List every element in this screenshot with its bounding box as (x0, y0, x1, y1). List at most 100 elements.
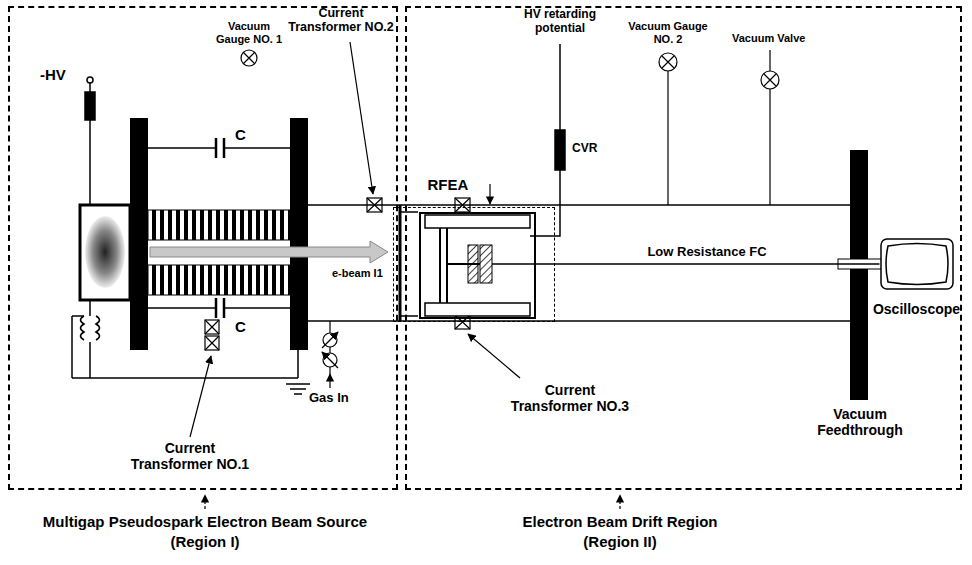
vacuum-valve (764, 74, 776, 86)
hv-circuit (72, 377, 298, 379)
oscilloscope-box: Oscilloscope (880, 238, 954, 290)
leader-arrow (619, 495, 620, 509)
oscilloscope-screen (886, 243, 948, 284)
retarding-supply (559, 44, 561, 130)
rfea-analyzer (420, 213, 535, 318)
multigap-stack (148, 265, 290, 295)
current-transformer (205, 336, 219, 350)
capacitor (224, 147, 290, 149)
vacuum-gauge (667, 71, 668, 205)
rfea-analyzer (468, 245, 478, 283)
vacuum-gauge (662, 56, 674, 68)
vacuum-gauge (241, 50, 677, 205)
part-label: Vacuum Feedthrough (808, 406, 912, 438)
rfea-analyzer (420, 213, 555, 318)
capacitor (223, 298, 226, 318)
oscilloscope-case (881, 239, 953, 289)
part-label: Current Transformer NO.2 (286, 6, 396, 35)
hollow-cathode (80, 205, 130, 300)
rfea-box: RFEA (393, 207, 555, 322)
hv-circuit (290, 388, 306, 390)
retarding-supply (530, 170, 560, 236)
drift-tube (308, 205, 850, 321)
hv-circuit (87, 77, 93, 83)
hv-circuit (286, 383, 310, 385)
oscilloscope-icon (880, 238, 954, 290)
leader-arrow (190, 356, 211, 437)
part-label: HV retarding potential (515, 8, 605, 36)
gas-valve (322, 352, 338, 368)
vacuum-valve (761, 50, 779, 205)
node-heading: Oscilloscope (873, 300, 960, 318)
vacuum-gauge (243, 52, 255, 64)
electrode-plate (130, 118, 148, 350)
leader-arrow (350, 42, 373, 194)
electron-beam (150, 241, 388, 263)
hv-circuit (96, 316, 100, 340)
part-label: Current Transformer NO.3 (508, 382, 632, 414)
capacitor (148, 138, 290, 318)
hv-circuit (297, 350, 299, 378)
current-transformer (205, 336, 219, 350)
part-label: -HV (40, 66, 66, 83)
rfea-analyzer (446, 228, 448, 303)
part-label: Current Transformer NO.1 (130, 440, 250, 472)
vacuum-gauge (241, 50, 257, 66)
capacitor (148, 147, 216, 149)
hv-circuit (89, 342, 91, 378)
multigap-stack (148, 210, 290, 240)
drift-tube (399, 205, 402, 321)
hv-circuit (71, 316, 73, 378)
part-label: C (235, 318, 246, 335)
leader-arrow (489, 184, 490, 204)
part-label: C (235, 126, 246, 143)
signal-wire (555, 263, 880, 265)
part-label: e-beam I1 (332, 267, 383, 280)
gas-valve (323, 333, 337, 347)
hollow-cathode (80, 205, 130, 300)
rfea-analyzer (425, 215, 530, 228)
drift-tube (400, 211, 418, 213)
current-transformer (205, 320, 219, 334)
node-heading: RFEA (428, 175, 469, 195)
rfea-analyzer (492, 263, 555, 265)
gas-valve (323, 353, 337, 367)
region-box: Electron Beam Drift Region (Region II)RF… (405, 6, 962, 490)
hv-circuit (72, 315, 84, 317)
part-label: Vacuum Valve (732, 32, 805, 45)
hv-circuit (85, 92, 95, 120)
node-heading: Multigap Pseudospark Electron Beam Sourc… (30, 512, 380, 551)
capacitor (215, 298, 218, 318)
part-label: CVR (572, 142, 597, 156)
hollow-cathode (85, 216, 125, 288)
part-label: Vacuum Gauge NO. 2 (628, 20, 708, 45)
electron-beam (150, 241, 388, 263)
electrode-plate (130, 118, 308, 350)
retarding-supply (555, 130, 565, 170)
hv-circuit (81, 316, 85, 340)
capacitor (215, 138, 218, 158)
hv-circuit (89, 300, 91, 316)
node-heading: Electron Beam Drift Region (Region II) (500, 512, 740, 551)
drift-tube (308, 204, 850, 206)
electrode-plate (290, 118, 308, 350)
drift-tube (308, 320, 850, 322)
capacitor (148, 307, 216, 309)
region-box: Multigap Pseudospark Electron Beam Sourc… (8, 6, 398, 490)
capacitor (224, 307, 290, 309)
leader-arrow (329, 374, 330, 388)
vacuum-feedthrough (850, 150, 868, 400)
gas-valve (322, 332, 338, 348)
wire-label: Low Resistance FC (647, 245, 766, 260)
hv-circuit (294, 393, 302, 395)
leader-arrow (468, 334, 520, 378)
part-label: Vacuum Gauge NO. 1 (214, 20, 284, 45)
capacitor (223, 138, 226, 158)
rfea-analyzer (439, 228, 441, 303)
leader-arrow (204, 495, 205, 509)
vacuum-valve (761, 71, 779, 89)
vacuum-gauge (659, 53, 677, 71)
